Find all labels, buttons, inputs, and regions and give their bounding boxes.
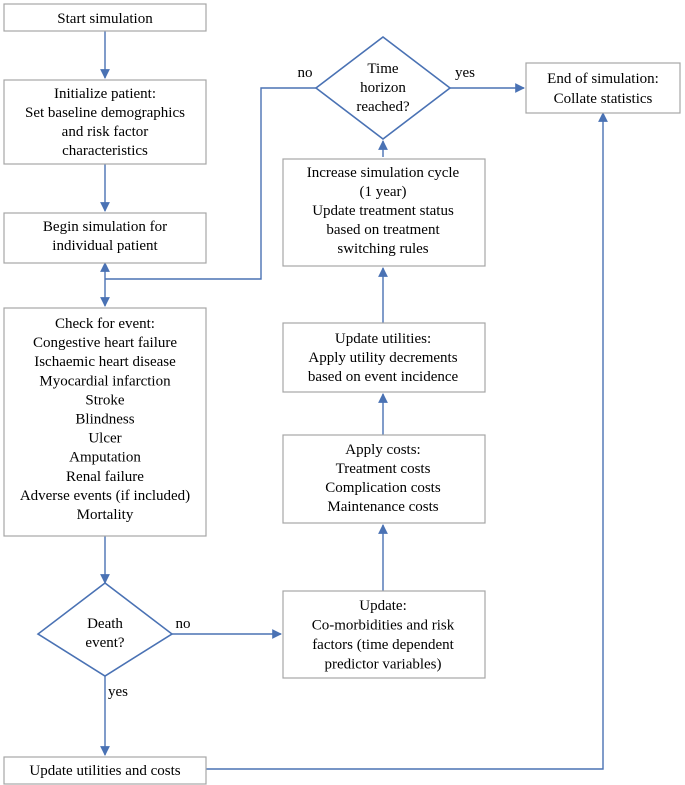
node-end-of-simulation: End of simulation: Collate statistics [525,62,681,114]
node-text-line: switching rules [337,241,428,257]
node-text-line: Co-morbidities and risk [312,618,455,634]
node-begin-simulation: Begin simulation for individual patient [3,212,207,264]
node-start-simulation: Start simulation [3,3,207,32]
node-check-for-event: Check for event: Congestive heart failure… [3,307,207,537]
node-text-line: Stroke [85,392,125,408]
node-text-line: horizon [360,80,406,96]
node-text-line: based on event incidence [308,369,459,385]
node-text-line: reached? [356,99,410,115]
node-apply-costs: Apply costs: Treatment costsComplication … [282,434,486,524]
node-text-line: Renal failure [66,469,144,485]
node-text-line: Treatment costs [336,461,431,477]
node-text-line: Begin simulation for [43,219,167,235]
node-text-line: and risk factor [62,124,149,140]
node-text-line: Start simulation [57,11,153,27]
node-text-line: Maintenance costs [327,499,438,515]
node-text-line: based on treatment [326,222,440,238]
node-text-line: factors (time dependent [312,637,454,653]
node-text-line: Myocardial infarction [39,373,171,389]
node-text-line: Complication costs [325,480,441,496]
node-text-line: Death [87,616,123,632]
node-text-line: Collate statistics [554,91,653,107]
edge-horizon-no-to-begin [105,87,316,280]
edge-label-death-yes: yes [108,684,128,700]
node-text-line: predictor variables) [324,657,441,673]
node-text-line: Ulcer [88,431,121,447]
edge-label-horizon-yes: yes [455,65,475,81]
node-text-line: Initialize patient: [54,86,156,102]
node-text-line: Time [367,61,398,77]
node-update-comorbidities: Update: Co-morbidities and risk factors (t… [282,590,486,679]
node-initialize-patient: Initialize patient: Set baseline demograp… [3,79,207,165]
node-text-line: Blindness [75,412,134,428]
edge-label-death-no: no [176,616,191,632]
node-death-event-decision: Death event? [36,581,174,677]
node-text-line: Congestive heart failure [33,335,177,351]
node-text-line: event? [85,635,124,651]
node-time-horizon-decision: Time horizon reached? [314,35,452,141]
node-text-line: Check for event: [55,316,155,332]
edge-label-horizon-no: no [298,65,313,81]
node-text-line: Update utilities: [335,331,431,347]
node-text-line: individual patient [52,238,158,254]
edge-update-final-to-end [206,112,608,770]
node-text-line: Mortality [77,507,134,523]
node-text-line: Amputation [69,450,141,466]
node-text-line: Update: [359,598,406,614]
node-text-line: Update treatment status [312,203,454,219]
node-update-utilities: Update utilities: Apply utility decrement… [282,322,486,393]
node-text-line: (1 year) [359,184,406,200]
node-text-line: Ischaemic heart disease [34,354,176,370]
node-text-line: Adverse events (if included) [20,488,190,504]
node-text-line: Update utilities and costs [29,763,180,779]
node-update-utilities-and-costs: Update utilities and costs [3,756,207,785]
node-text-line: Apply costs: [345,442,420,458]
node-text-line: Increase simulation cycle [307,165,460,181]
node-text-line: Apply utility decrements [308,350,457,366]
node-increase-simulation-cycle: Increase simulation cycle (1 year) Update … [282,158,486,267]
node-text-line: characteristics [62,143,148,159]
node-text-line: Set baseline demographics [25,105,185,121]
node-text-line: End of simulation: [547,71,659,87]
